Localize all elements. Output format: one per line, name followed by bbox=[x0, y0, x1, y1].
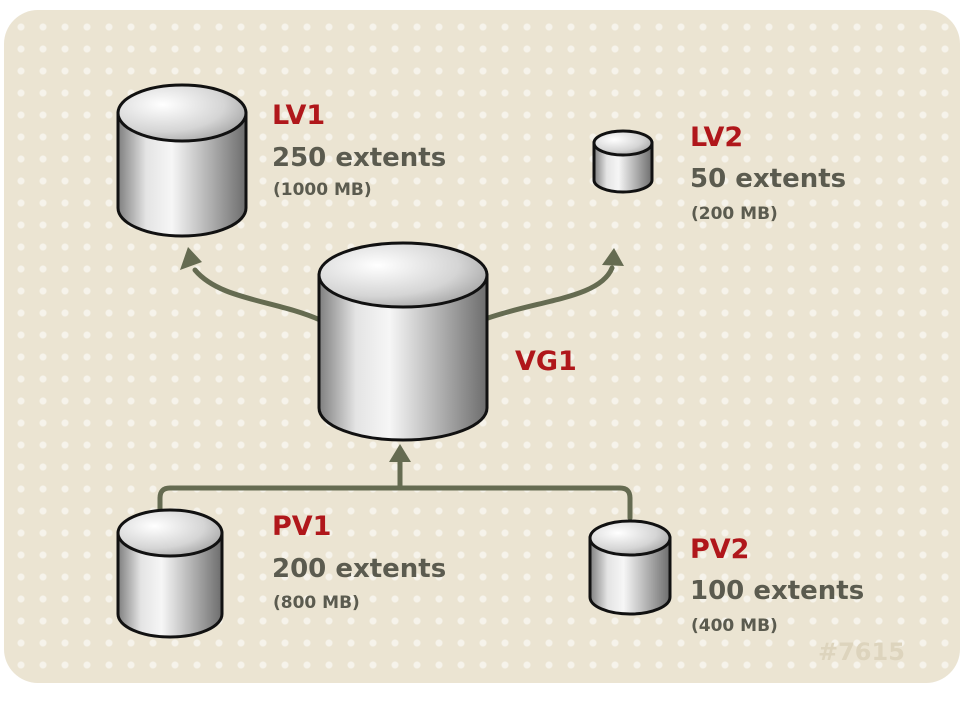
pv1-size: (800 MB) bbox=[273, 593, 360, 613]
connector-arrows bbox=[157, 265, 633, 521]
lv1-name: LV1 bbox=[272, 100, 326, 131]
arrow-vg1-to-lv2 bbox=[485, 265, 615, 321]
pv-bus-line bbox=[157, 485, 633, 521]
pv1-extents: 200 extents bbox=[272, 554, 447, 584]
pv1-name: PV1 bbox=[272, 511, 332, 542]
arrowhead-lv1 bbox=[180, 247, 202, 270]
arrowhead-vg1 bbox=[389, 444, 411, 462]
arrow-vg1-to-lv1 bbox=[192, 267, 323, 323]
pv2-size: (400 MB) bbox=[691, 616, 778, 636]
pv2-name: PV2 bbox=[690, 534, 750, 565]
pv1-cylinder bbox=[116, 508, 224, 639]
vg1-cylinder bbox=[317, 241, 489, 442]
lv2-cylinder bbox=[592, 129, 654, 194]
pv2-extents: 100 extents bbox=[690, 576, 865, 606]
figure-id: #7615 bbox=[818, 638, 905, 666]
lv1-size: (1000 MB) bbox=[273, 180, 372, 200]
vg1-name: VG1 bbox=[515, 346, 577, 377]
arrowhead-lv2 bbox=[602, 248, 624, 266]
lv1-extents: 250 extents bbox=[272, 143, 447, 173]
lv2-name: LV2 bbox=[690, 122, 744, 153]
lv2-size: (200 MB) bbox=[691, 204, 778, 224]
arrowheads bbox=[180, 247, 624, 462]
pv2-cylinder bbox=[588, 519, 672, 616]
lv2-extents: 50 extents bbox=[690, 164, 847, 194]
lv1-cylinder bbox=[116, 83, 248, 238]
